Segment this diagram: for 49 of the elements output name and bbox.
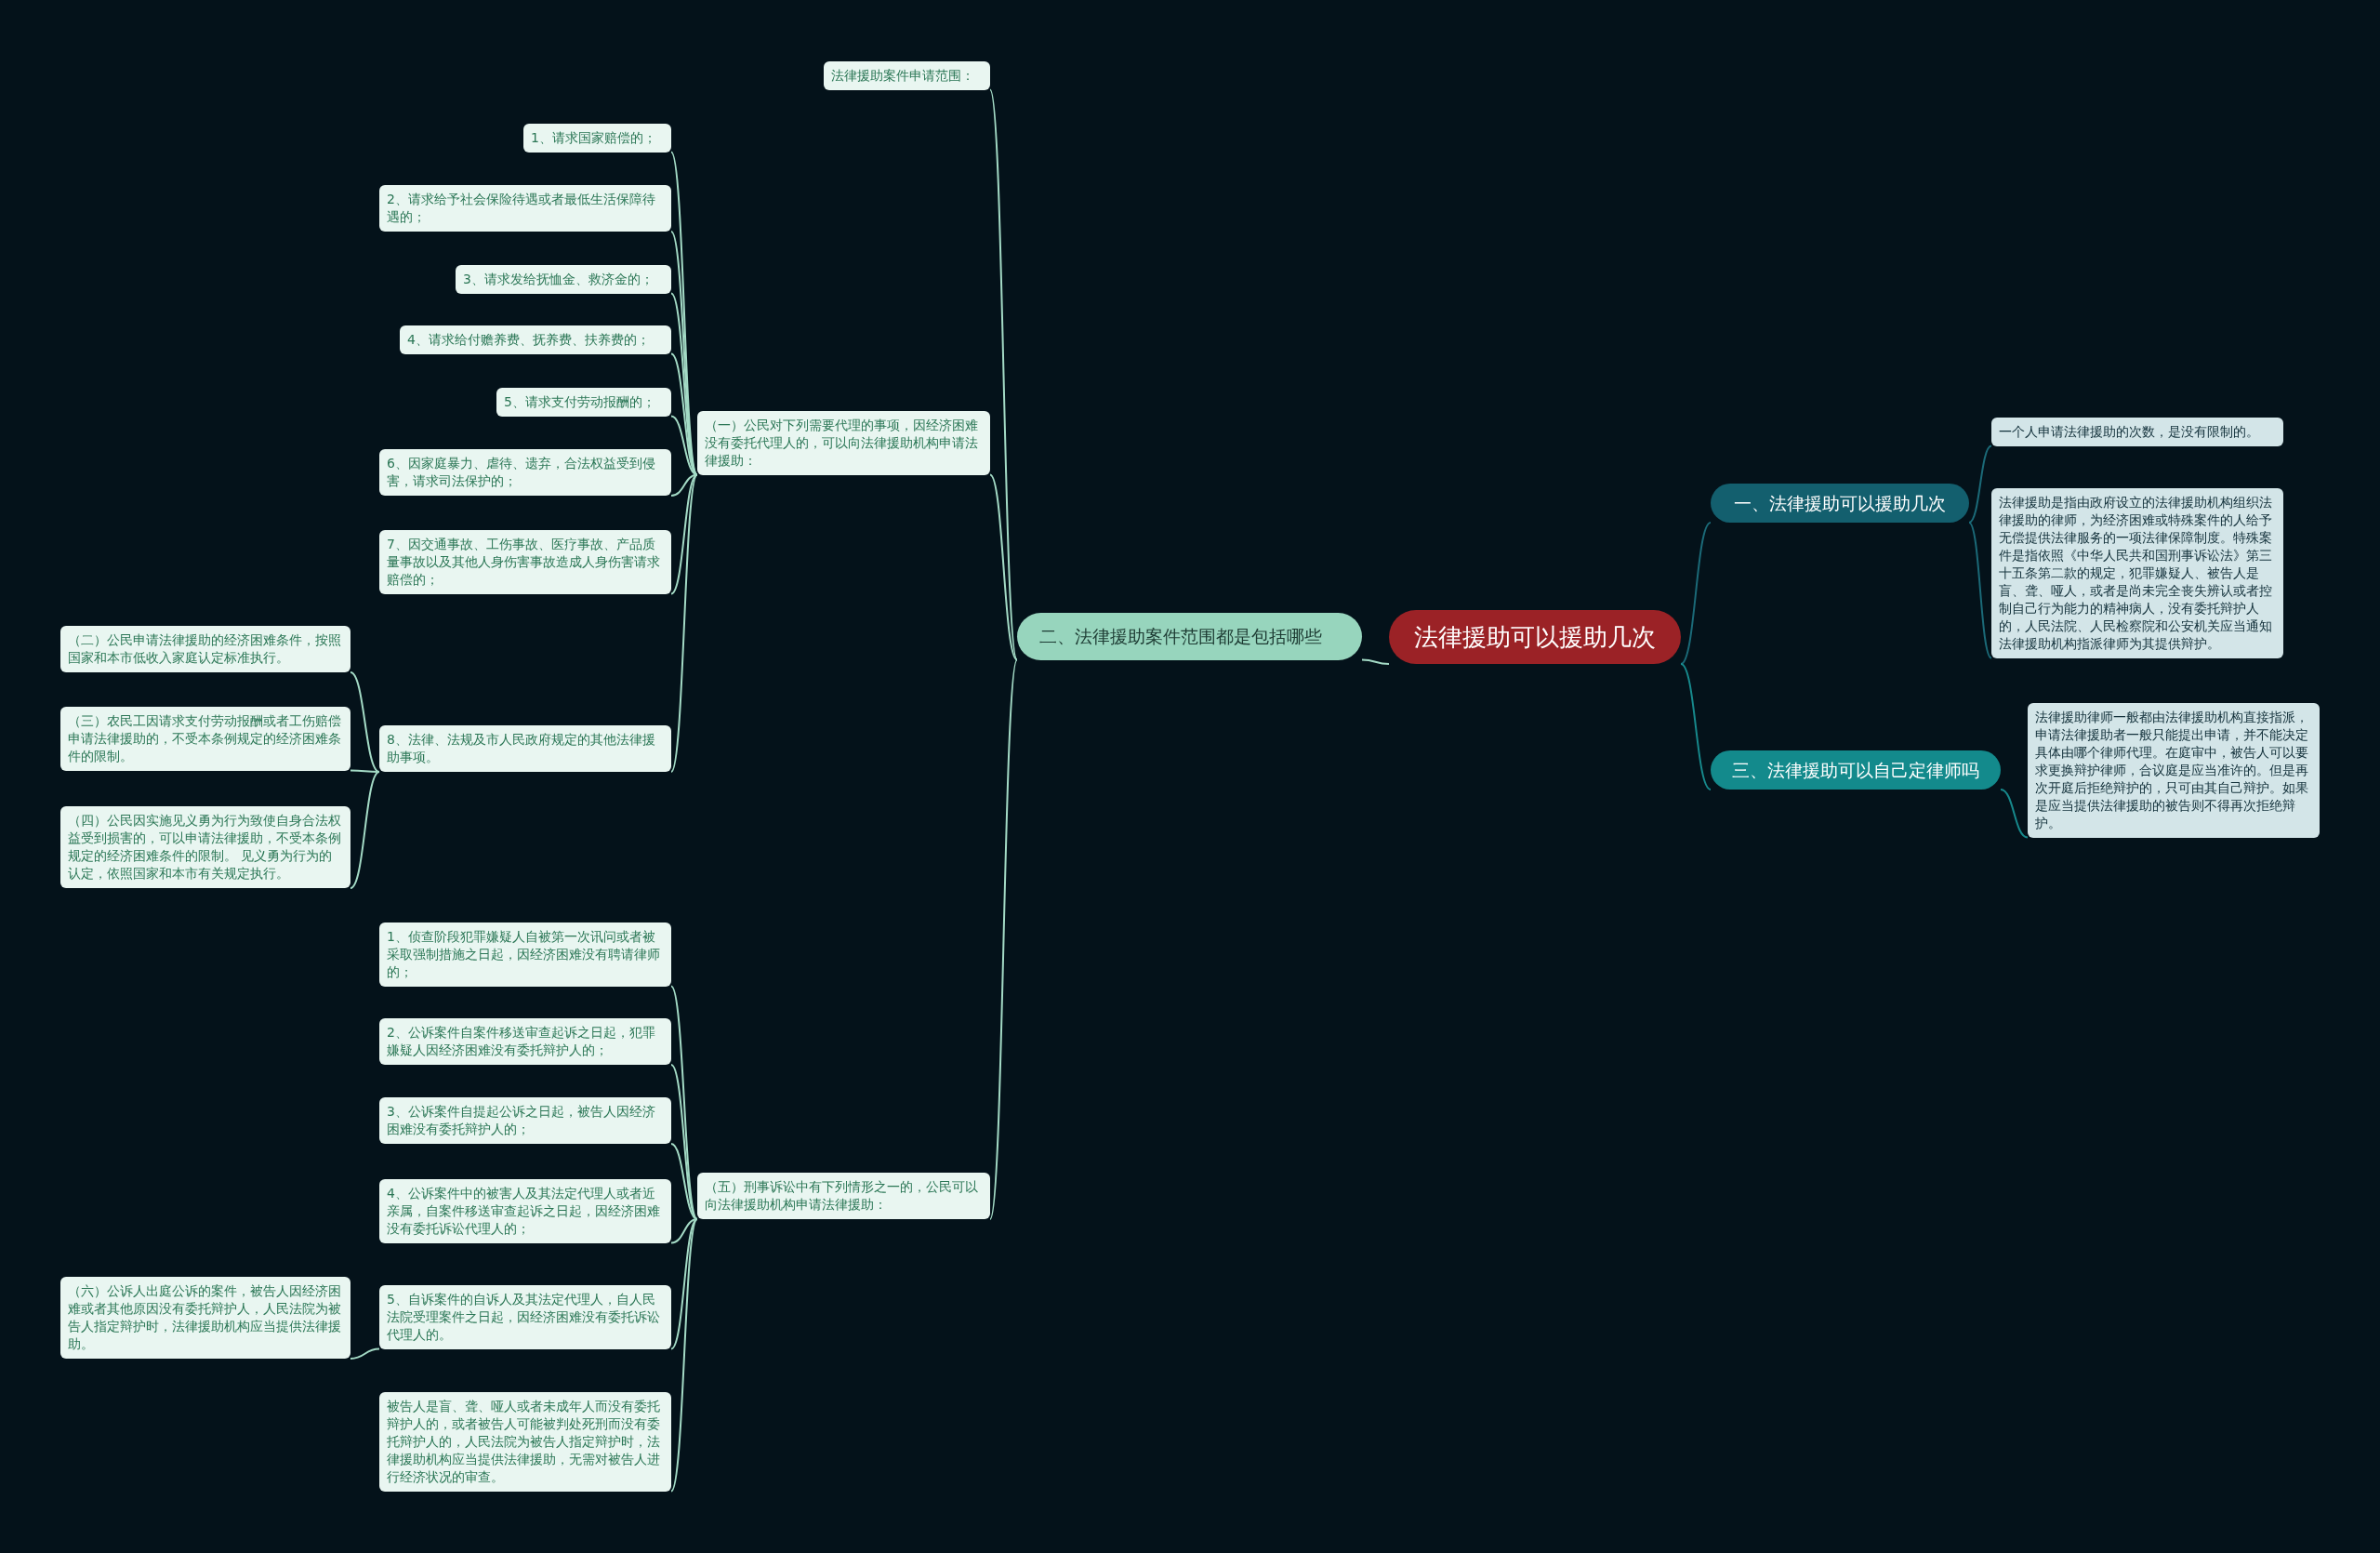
topic-box: 1、侦查阶段犯罪嫌疑人自被第一次讯问或者被采取强制措施之日起，因经济困难没有聘请律师的； (379, 922, 671, 987)
topic-box: 4、请求给付赡养费、抚养费、扶养费的； (400, 325, 671, 354)
connector-line (1968, 445, 1992, 524)
connector-line (350, 1347, 380, 1360)
topic-box: （四）公民因实施见义勇为行为致使自身合法权益受到损害的，可以申请法律援助，不受本条例规定的经济困难条件的限制。 见义勇为行为的认定，依照国家和本市有关规定执行。 (60, 806, 350, 888)
connector-line (350, 769, 380, 773)
connector-line (670, 1064, 698, 1220)
topic-box: 法律援助是指由政府设立的法律援助机构组织法律援助的律师，为经济困难或特殊案件的人给予无偿提供法律服务的一项法律保障制度。特殊案件是指依照《中华人民共和国刑事诉讼法》第三十五条第二款的规定，犯罪嫌疑人、被告人是盲、聋、哑人，或者是尚未完全丧失辨认或者控制自己行为能力的精神病人，没有委托辩护人的，人民法院、人民检察院和公安机关应当通知法律援助机构指派律师为其提供辩护。 (1991, 487, 2283, 658)
connector-line (1968, 522, 1992, 659)
branch-topic: 一、法律援助可以援助几次 (1711, 484, 1969, 523)
topic-box: 5、请求支付劳动报酬的； (496, 387, 671, 417)
topic-box: 7、因交通事故、工伤事故、医疗事故、产品质量事故以及其他人身伤害事故造成人身伤害请求赔偿的； (379, 529, 671, 594)
connector-line (2000, 789, 2029, 839)
topic-box: 3、请求发给抚恤金、救济金的； (456, 264, 671, 294)
connector-line (1680, 663, 1712, 790)
topic-box: 3、公诉案件自提起公诉之日起，被告人因经济困难没有委托辩护人的； (379, 1097, 671, 1144)
topic-box: （二）公民申请法律援助的经济困难条件，按照国家和本市低收入家庭认定标准执行。 (60, 626, 350, 672)
central-topic: 法律援助可以援助几次 (1389, 610, 1681, 664)
connector-line (670, 1218, 698, 1350)
topic-box: 法律援助案件申请范围： (824, 60, 990, 90)
topic-box: 被告人是盲、聋、哑人或者未成年人而没有委托辩护人的，或者被告人可能被判处死刑而没有委托辩护人的，人民法院为被告人指定辩护时，法律援助机构应当提供法律援助，无需对被告人进行经济状况的审查。 (379, 1391, 671, 1492)
topic-box: （六）公诉人出庭公诉的案件，被告人因经济困难或者其他原因没有委托辩护人，人民法院为被告人指定辩护时，法律援助机构应当提供法律援助。 (60, 1277, 350, 1359)
connector-line (1680, 522, 1712, 665)
topic-box: 一个人申请法律援助的次数，是没有限制的。 (1991, 417, 2283, 446)
topic-box: 5、自诉案件的自诉人及其法定代理人，自人民法院受理案件之日起，因经济困难没有委托诉讼代理人的。 (379, 1284, 671, 1349)
topic-box: 8、法律、法规及市人民政府规定的其他法律援助事项。 (379, 725, 671, 772)
connector-line (670, 473, 698, 497)
connector-line (1361, 658, 1390, 665)
topic-box: 1、请求国家赔偿的； (523, 123, 671, 153)
connector-line (989, 658, 1018, 1220)
connector-line (350, 771, 380, 889)
connector-line (670, 1218, 698, 1493)
topic-box: 法律援助律师一般都由法律援助机构直接指派，申请法律援助者一般只能提出申请，并不能决定具体由哪个律师代理。在庭审中，被告人可以要求更换辩护律师，合议庭是应当准许的。但是再次开庭后拒绝辩护的，只可由其自己辩护。如果是应当提供法律援助的被告则不得再次拒绝辩护。 (2028, 702, 2320, 838)
topic-box: 6、因家庭暴力、虐待、遗弃，合法权益受到侵害，请求司法保护的； (379, 449, 671, 496)
connector-line (350, 671, 380, 773)
connector-line (989, 473, 1018, 661)
connector-line (670, 473, 698, 595)
connector-line (670, 1218, 698, 1244)
connector-line (670, 473, 698, 773)
topic-box: （三）农民工因请求支付劳动报酬或者工伤赔偿申请法律援助的，不受本条例规定的经济困难条件的限制。 (60, 706, 350, 771)
branch-topic: 二、法律援助案件范围都是包括哪些 (1017, 612, 1362, 660)
branch-topic: 三、法律援助可以自己定律师吗 (1711, 750, 2001, 790)
topic-box: 2、请求给予社会保险待遇或者最低生活保障待遇的； (379, 185, 671, 232)
topic-box: 4、公诉案件中的被害人及其法定代理人或者近亲属，自案件移送审查起诉之日起，因经济困难没有委托诉讼代理人的； (379, 1178, 671, 1243)
topic-box: （五）刑事诉讼中有下列情形之一的，公民可以向法律援助机构申请法律援助： (697, 1173, 990, 1219)
connector-line (670, 1143, 698, 1220)
connector-line (670, 985, 698, 1220)
topic-box: （一）公民对下列需要代理的事项，因经济困难没有委托代理人的，可以向法律援助机构申请法律援助： (697, 410, 990, 475)
topic-box: 2、公诉案件自案件移送审查起诉之日起，犯罪嫌疑人因经济困难没有委托辩护人的； (379, 1018, 671, 1065)
